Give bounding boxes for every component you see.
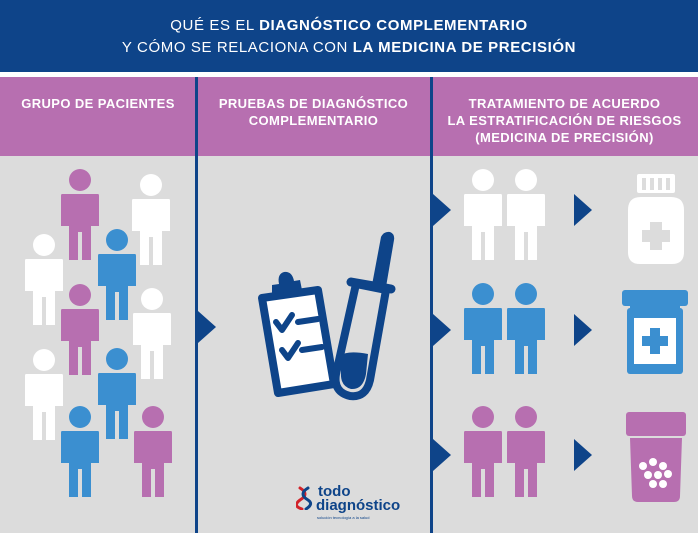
triangle-arrow-icon xyxy=(433,194,451,226)
column-heading-patients: GRUPO DE PACIENTES xyxy=(0,77,196,156)
column-heading-tests: PRUEBAS DE DIAGNÓSTICO COMPLEMENTARIO xyxy=(196,77,431,156)
header-line-2: Y CÓMO SE RELACIONA CON LA MEDICINA DE P… xyxy=(0,37,698,59)
pill-bottle-purple-icon xyxy=(626,412,686,502)
person-icon xyxy=(98,229,136,320)
dna-logo-icon xyxy=(296,486,313,510)
header-line-1-bold: DIAGNÓSTICO COMPLEMENTARIO xyxy=(259,17,528,34)
logo-word-todo: todo xyxy=(318,483,351,500)
column-heading-line: TRATAMIENTO DE ACUERDO xyxy=(468,96,661,111)
person-icon xyxy=(61,406,99,497)
person-icon xyxy=(133,288,171,379)
header-separator xyxy=(0,72,698,77)
logo-tagline: solución tecnología a la salud xyxy=(317,515,370,520)
person-icon xyxy=(61,284,99,375)
column-heading-line: (MEDICINA DE PRECISIÓN) xyxy=(475,130,654,145)
person-icon xyxy=(25,234,63,325)
column-heading-line: COMPLEMENTARIO xyxy=(248,113,379,128)
column-heading-line: LA ESTRATIFICACIÓN DE RIESGOS xyxy=(447,113,682,128)
pill-bottle-white-icon xyxy=(628,174,684,264)
logo-word-diagnostico: diagnóstico xyxy=(316,497,401,514)
column-divider xyxy=(195,77,198,533)
person-icon xyxy=(507,283,545,374)
person-icon xyxy=(507,406,545,497)
header-line-2-text: Y CÓMO SE RELACIONA CON xyxy=(121,39,353,56)
pill-bottle-blue-icon xyxy=(622,290,688,374)
triangle-arrow-icon xyxy=(574,439,592,471)
header-banner: QUÉ ES EL DIAGNÓSTICO COMPLEMENTARIO Y C… xyxy=(0,0,698,72)
stratified-group-blue xyxy=(464,283,545,374)
person-icon xyxy=(132,174,170,265)
person-icon xyxy=(134,406,172,497)
header-line-1: QUÉ ES EL DIAGNÓSTICO COMPLEMENTARIO xyxy=(0,15,698,37)
triangle-arrow-icon xyxy=(433,439,451,471)
column-divider xyxy=(430,77,433,533)
person-icon xyxy=(61,169,99,260)
person-icon xyxy=(464,169,502,260)
triangle-arrow-icon xyxy=(574,314,592,346)
person-icon xyxy=(98,348,136,439)
brand-logo: todo diagnóstico solución tecnología a l… xyxy=(296,484,426,526)
stratified-group-white xyxy=(464,169,545,260)
triangle-arrow-icon xyxy=(198,311,216,343)
column-heading-line: PRUEBAS DE DIAGNÓSTICO xyxy=(218,96,409,111)
column-heading-treatment: TRATAMIENTO DE ACUERDO LA ESTRATIFICACIÓ… xyxy=(431,77,698,156)
person-icon xyxy=(464,406,502,497)
triangle-arrow-icon xyxy=(574,194,592,226)
column-heading-line: GRUPO DE PACIENTES xyxy=(21,96,175,111)
stratified-group-purple xyxy=(464,406,545,497)
person-icon xyxy=(464,283,502,374)
header-line-1-text: QUÉ ES EL xyxy=(170,17,260,34)
people-group-icon xyxy=(25,169,172,497)
person-icon xyxy=(507,169,545,260)
clipboard-test-tube-icon xyxy=(258,231,396,401)
person-icon xyxy=(25,349,63,440)
triangle-arrow-icon xyxy=(433,314,451,346)
header-line-2-bold: LA MEDICINA DE PRECISIÓN xyxy=(352,39,577,56)
